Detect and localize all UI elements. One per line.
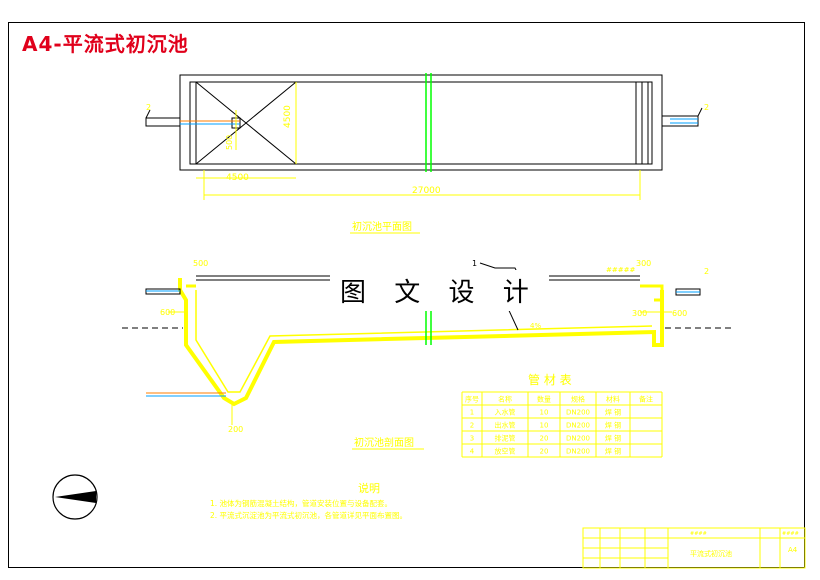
pipe-table-cell: DN200 [566, 435, 590, 443]
pipe-table-cell: 排泥管 [495, 434, 516, 443]
dim-right-step: 300 [632, 309, 647, 318]
plan-inlet-mark: 2 [146, 103, 151, 112]
section-inner-structure [195, 290, 653, 393]
plan-outlet-pipe [661, 115, 699, 127]
dim-hopper: 4500 [226, 173, 249, 183]
plan-outlet-leader [697, 107, 703, 117]
pipe-table-cell: 焊 钢 [605, 408, 621, 417]
dim-length: 27000 [412, 186, 441, 196]
plan-dimensions [196, 82, 641, 200]
drawing-title: A4-平流式初沉池 [22, 32, 189, 56]
dim-slope: 4% [530, 322, 541, 330]
dim-right-top: 300 [636, 259, 651, 268]
pipe-table-cell: 10 [540, 422, 549, 430]
watermark: 图 文 设 计 [330, 270, 549, 311]
pipe-table-header-cell: 材料 [606, 395, 620, 404]
pipe-table-cell: DN200 [566, 422, 590, 430]
pipe-table-header-cell: 备注 [639, 395, 653, 404]
pipe-table-header-cell: 序号 [465, 395, 479, 404]
pipe-table-cell: 3 [470, 435, 474, 443]
dim-left-top: 500 [193, 259, 208, 268]
title-block-scale: #### [782, 531, 799, 537]
title-block-project: #### [690, 531, 707, 537]
dim-width: 4500 [283, 105, 293, 128]
plan-inlet-leader [145, 109, 151, 119]
notes-line-2: 2. 平流式沉淀池为平流式初沉池，各管道详见平面布置图。 [210, 510, 407, 520]
pipe-table-cell: 1 [470, 409, 474, 417]
notes-line-1: 1. 池体为钢筋混凝土结构，管道安装位置与设备配套。 [210, 498, 392, 508]
dim-left-depth: 600 [160, 308, 175, 317]
pipe-table-cell: 入水管 [495, 408, 516, 417]
section-structure [178, 278, 664, 407]
pipe-table-cell: DN200 [566, 409, 590, 417]
pipe-table-cell: 焊 钢 [605, 447, 621, 456]
pipe-table-cell: 10 [540, 409, 549, 417]
pipe-table-cell: 焊 钢 [605, 421, 621, 430]
plan-outlet-mark: 2 [704, 103, 709, 112]
pipe-table-header-cell: 数量 [537, 395, 551, 404]
dim-inner: 500 [225, 135, 234, 150]
pipe-table-header-cell: 名称 [498, 395, 512, 404]
title-block [582, 527, 806, 569]
drawing-frame [8, 22, 805, 568]
title-block-sheet: A4 [788, 546, 798, 554]
pipe-table-cell: 2 [470, 422, 474, 430]
pipe-table-cell: 出水管 [495, 421, 516, 430]
pipe-table-cell: DN200 [566, 448, 590, 456]
pipe-table-cell: 放空管 [495, 447, 516, 456]
plan-inlet-pipe [145, 117, 181, 127]
north-arrow-icon [52, 474, 98, 520]
dim-right-depth: 600 [672, 309, 687, 318]
plan-caption: 初沉池平面图 [352, 220, 412, 233]
dim-bottom: 200 [228, 425, 243, 434]
pipe-table-cell: 20 [540, 435, 549, 443]
title-block-drawing: 平流式初沉池 [690, 549, 732, 558]
plan-inner-wall [189, 81, 653, 165]
section-right-note: ##### [606, 266, 635, 274]
section-weirs [186, 284, 664, 302]
section-caption: 初沉池剖面图 [354, 436, 414, 449]
pipe-table-title: 管 材 表 [528, 372, 572, 387]
hopper-diagonal-2 [195, 81, 297, 165]
plan-view [145, 73, 703, 172]
section-right-mark: 2 [704, 267, 709, 276]
pipe-table-cell: 4 [470, 448, 475, 456]
plan-outer-wall [179, 74, 663, 171]
section-callout: 1 [472, 259, 477, 268]
pipe-table-cell: 焊 钢 [605, 434, 621, 443]
notes-heading: 说明 [358, 481, 380, 495]
pipe-table-header-cell: 规格 [571, 395, 585, 404]
pipe-table-cell: 20 [540, 448, 549, 456]
